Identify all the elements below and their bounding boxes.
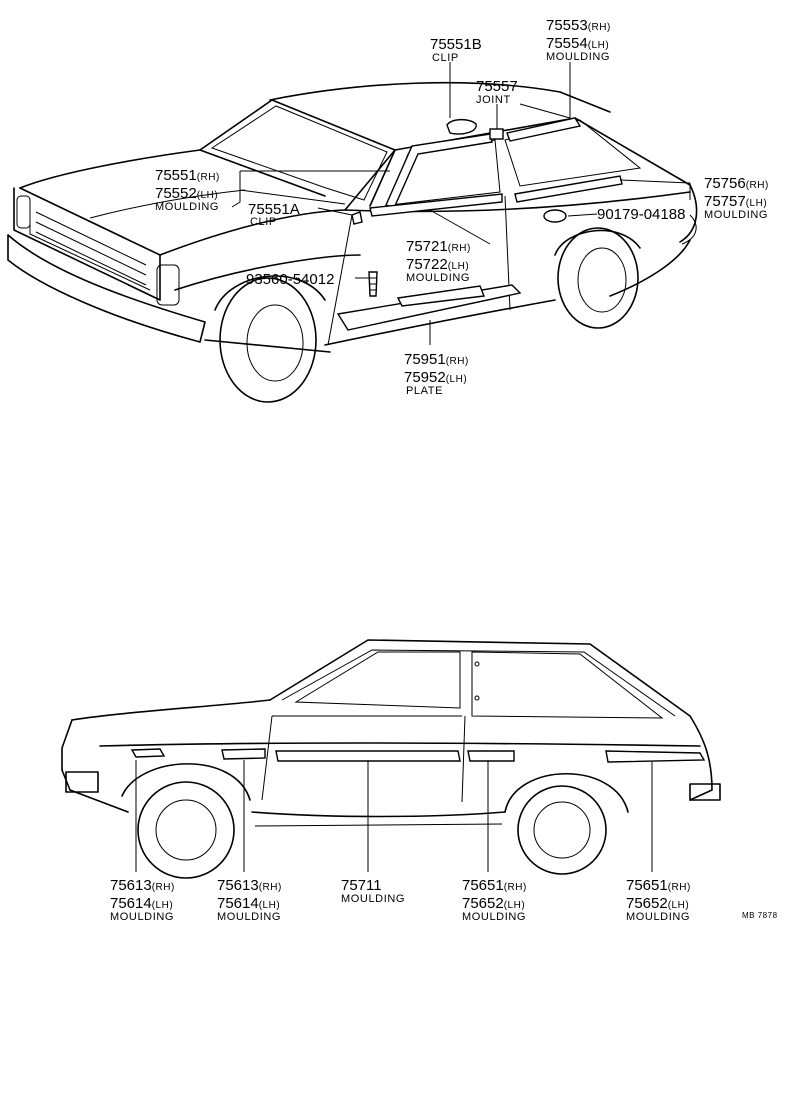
label-75652-a: 75652(LH) [462, 895, 525, 912]
front-door-belt-moulding [369, 193, 503, 217]
label-75757: 75757(LH) [704, 193, 767, 210]
label-75614-a: 75614(LH) [110, 895, 173, 912]
drawing-stamp: MB 7878 [742, 911, 778, 920]
label-75651-75652-a: 75651(RH) 75652(LH) MOULDING [462, 877, 527, 923]
label-75721-75722: 75721(RH) 75722(LH) MOULDING [406, 238, 471, 284]
label-75551a-desc: CLIP [250, 216, 277, 228]
rear-quarter-moulding-1 [467, 750, 515, 762]
label-75711: 75711 MOULDING [341, 877, 405, 905]
label-75551b-desc: CLIP [432, 52, 459, 64]
roof-drip-moulding [506, 117, 582, 142]
label-75551b: 75551B CLIP [430, 36, 482, 64]
front-fender-moulding-1 [130, 748, 166, 758]
label-75722: 75722(LH) [406, 256, 469, 273]
label-75951: 75951(RH) [404, 351, 469, 368]
label-75613-b-desc: MOULDING [217, 911, 281, 923]
label-75951-desc: PLATE [406, 385, 443, 397]
clip-75551a [351, 211, 363, 225]
label-75721: 75721(RH) [406, 238, 471, 255]
label-75551b-number: 75551B [430, 36, 482, 53]
door-moulding [275, 750, 461, 762]
joint-75557 [489, 128, 504, 140]
label-75651-b-desc: MOULDING [626, 911, 690, 923]
label-75613-a-desc: MOULDING [110, 911, 174, 923]
label-75613-a: 75613(RH) [110, 877, 175, 894]
label-75951-75952: 75951(RH) 75952(LH) PLATE [404, 351, 469, 397]
label-75756-desc: MOULDING [704, 209, 768, 221]
label-75557: 75557 JOINT [476, 78, 518, 106]
label-75553: 75553(RH) [546, 17, 611, 34]
label-75613-75614-b: 75613(RH) 75614(LH) MOULDING [217, 877, 282, 923]
label-75554: 75554(LH) [546, 35, 609, 52]
fastener-90179-04188 [543, 209, 567, 223]
label-90179-04188: 90179-04188 [597, 206, 685, 223]
label-75613-75614-a: 75613(RH) 75614(LH) MOULDING [110, 877, 175, 923]
label-75651-a: 75651(RH) [462, 877, 527, 894]
label-75721-desc: MOULDING [406, 272, 470, 284]
label-75551: 75551(RH) [155, 167, 220, 184]
label-75552: 75552(LH) [155, 185, 218, 202]
label-75651-75652-b: 75651(RH) 75652(LH) MOULDING [626, 877, 691, 923]
label-75756: 75756(RH) [704, 175, 769, 192]
leader-lines-top [231, 62, 691, 345]
label-75613-b: 75613(RH) [217, 877, 282, 894]
rear-quarter-moulding-2 [605, 750, 706, 763]
front-fender-moulding-2 [221, 748, 266, 760]
label-75711-number: 75711 [341, 877, 382, 894]
label-75557-number: 75557 [476, 78, 518, 95]
label-75551-75552: 75551(RH) 75552(LH) MOULDING [155, 167, 220, 213]
label-75756-75757: 75756(RH) 75757(LH) MOULDING [704, 175, 769, 221]
car-side-drawing [61, 639, 721, 879]
label-75553-75554: 75553(RH) 75554(LH) MOULDING [546, 17, 611, 63]
label-75551a: 75551A CLIP [248, 201, 300, 228]
label-75551a-number: 75551A [248, 201, 300, 218]
label-75614-b: 75614(LH) [217, 895, 280, 912]
label-75652-b: 75652(LH) [626, 895, 689, 912]
label-93560-54012: 93560-54012 [246, 271, 334, 288]
label-75557-desc: JOINT [476, 94, 511, 106]
label-75711-desc: MOULDING [341, 893, 405, 905]
leader-lines-bottom [135, 760, 653, 872]
label-75553-desc: MOULDING [546, 51, 610, 63]
clip-75551b [446, 118, 477, 135]
label-75952: 75952(LH) [404, 369, 467, 386]
quarter-belt-moulding [514, 175, 623, 203]
label-75651-b: 75651(RH) [626, 877, 691, 894]
label-75551-desc: MOULDING [155, 201, 219, 213]
car-perspective-drawing [7, 81, 698, 403]
label-75651-a-desc: MOULDING [462, 911, 526, 923]
